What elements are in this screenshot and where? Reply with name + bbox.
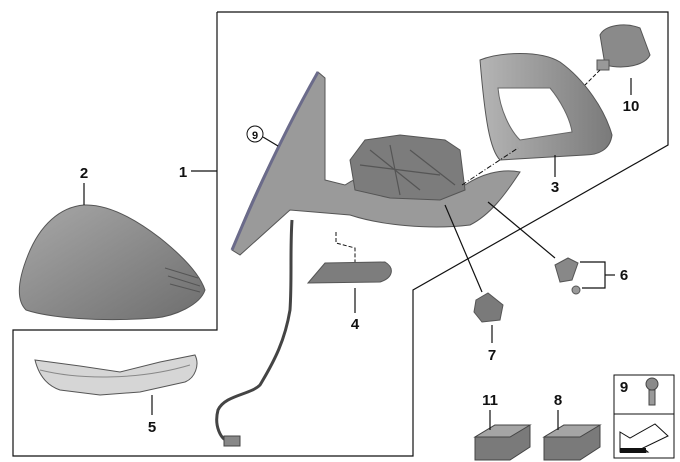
part-5-turn-signal[interactable]	[34, 354, 198, 396]
part-11-box[interactable]	[473, 424, 532, 461]
part-7-module[interactable]	[444, 204, 504, 323]
label-11[interactable]: 11	[482, 392, 498, 409]
label-2[interactable]: 2	[80, 165, 88, 182]
callout-9-glass: 9	[246, 125, 279, 147]
part-9-screw-box[interactable]: 9	[613, 374, 675, 459]
label-1[interactable]: 1	[179, 164, 187, 181]
label-9-circled: 9	[252, 130, 258, 142]
part-1-mirror-assembly[interactable]	[215, 71, 521, 447]
screw-icon	[645, 377, 659, 406]
label-6[interactable]: 6	[620, 267, 628, 284]
part-2-mirror-cap[interactable]	[19, 204, 206, 321]
part-6-clip-set[interactable]	[487, 201, 581, 295]
label-10[interactable]: 10	[623, 98, 640, 115]
label-5[interactable]: 5	[148, 419, 156, 436]
part-8-box[interactable]	[542, 424, 602, 461]
assembly-frame	[12, 11, 669, 457]
label-7[interactable]: 7	[488, 347, 496, 364]
arrow-icon	[619, 423, 669, 453]
label-4[interactable]: 4	[351, 316, 360, 333]
part-3-mirror-frame[interactable]	[461, 53, 613, 186]
part-4-lower-cover[interactable]	[306, 232, 392, 284]
label-9-box: 9	[620, 379, 628, 396]
label-8[interactable]: 8	[554, 392, 562, 409]
part-10-mirror-motor[interactable]	[584, 24, 651, 86]
label-3[interactable]: 3	[551, 179, 559, 196]
